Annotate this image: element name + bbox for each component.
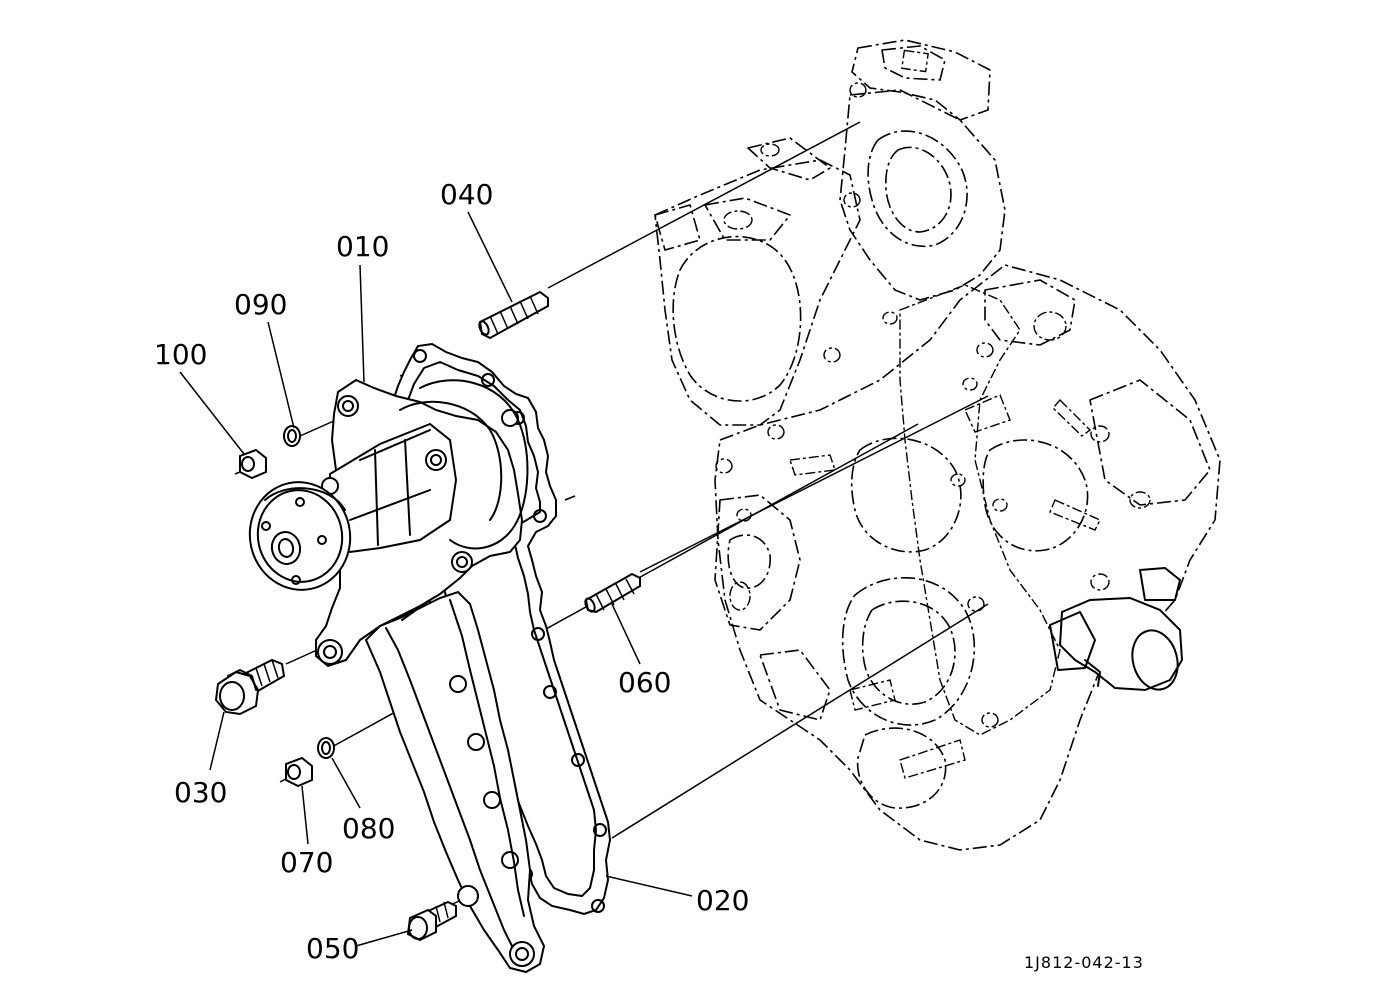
callout-050: 050 xyxy=(306,932,359,965)
washer-part-080 xyxy=(317,737,335,759)
callout-020: 020 xyxy=(696,884,749,917)
gear-case-housing xyxy=(654,39,1221,851)
water-pump-part-010 xyxy=(248,378,546,974)
callout-010: 010 xyxy=(336,230,389,263)
callout-090: 090 xyxy=(234,288,287,321)
callout-080: 080 xyxy=(342,812,395,845)
diagram-reference-code: 1J812-042-13 xyxy=(1024,953,1144,972)
washer-part-090 xyxy=(283,425,301,447)
bolt-part-030 xyxy=(214,658,286,716)
callout-leader-lines xyxy=(179,211,693,947)
callout-070: 070 xyxy=(280,846,333,879)
callout-030: 030 xyxy=(174,776,227,809)
callout-100: 100 xyxy=(154,338,207,371)
stud-bolt-part-060 xyxy=(584,572,641,614)
nut-part-100 xyxy=(239,448,267,480)
water-outlet-pipe xyxy=(1049,567,1184,692)
bolt-part-050 xyxy=(406,900,457,942)
nut-part-070 xyxy=(285,756,313,788)
stud-bolt-part-040 xyxy=(478,290,549,340)
callout-040: 040 xyxy=(440,178,493,211)
callout-060: 060 xyxy=(618,666,671,699)
